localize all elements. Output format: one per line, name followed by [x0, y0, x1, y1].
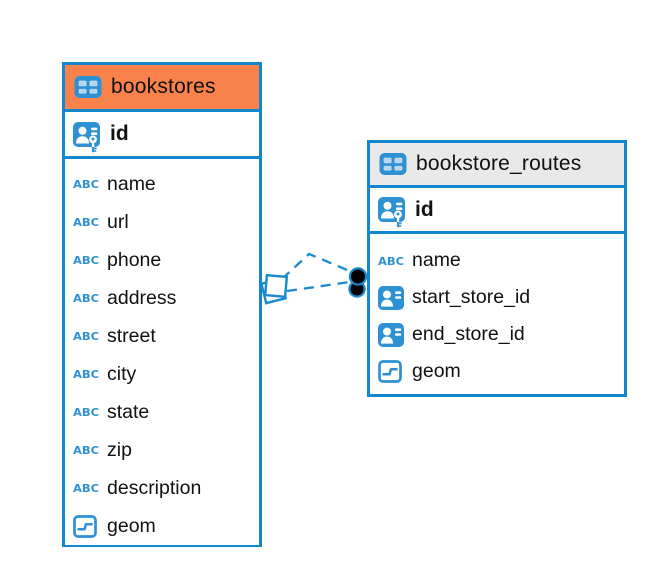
text-type-icon: ABC	[73, 367, 100, 381]
table-icon	[379, 152, 407, 176]
field-row-city[interactable]: ABC city	[65, 355, 259, 393]
text-type-icon: ABC	[73, 215, 100, 229]
field-label: name	[107, 172, 156, 195]
field-row-url[interactable]: ABC url	[65, 203, 259, 241]
pk-row[interactable]: id	[65, 112, 259, 159]
table-bookstores-header[interactable]: bookstores	[65, 65, 259, 112]
field-label: zip	[107, 438, 132, 461]
text-type-icon: ABC	[73, 329, 100, 343]
field-label: city	[107, 362, 137, 385]
field-row-geom[interactable]: geom	[370, 353, 624, 390]
text-type-icon: ABC	[73, 481, 100, 495]
field-list: ABC name start_store_id end_store_id ge	[370, 234, 624, 390]
table-bookstore-routes-header[interactable]: bookstore_routes	[370, 143, 624, 188]
field-row-name[interactable]: ABC name	[370, 242, 624, 279]
table-title: bookstore_routes	[416, 152, 582, 175]
field-row-address[interactable]: ABC address	[65, 279, 259, 317]
text-type-icon: ABC	[73, 253, 100, 267]
text-type-icon: ABC	[73, 291, 100, 305]
field-label: state	[107, 400, 150, 423]
field-label: end_store_id	[412, 323, 525, 345]
table-bookstores[interactable]: bookstores id ABC name ABC url ABC phone…	[62, 62, 262, 547]
field-row-name[interactable]: ABC name	[65, 165, 259, 203]
text-type-icon: ABC	[378, 253, 405, 268]
relationship-source-marker-back	[259, 277, 288, 305]
foreign-key-icon	[378, 285, 412, 310]
table-title: bookstores	[111, 75, 216, 98]
relationship-line-upper[interactable]	[281, 252, 353, 280]
field-row-zip[interactable]: ABC zip	[65, 431, 259, 469]
field-row-end-store-id[interactable]: end_store_id	[370, 316, 624, 353]
field-row-street[interactable]: ABC street	[65, 317, 259, 355]
field-label: geom	[107, 514, 156, 537]
field-label: geom	[412, 360, 461, 382]
primary-key-icon	[378, 197, 406, 228]
field-row-start-store-id[interactable]: start_store_id	[370, 279, 624, 316]
field-row-phone[interactable]: ABC phone	[65, 241, 259, 279]
relationship-endpoint-dot-lower	[348, 280, 366, 298]
field-label: street	[107, 324, 156, 347]
field-row-state[interactable]: ABC state	[65, 393, 259, 431]
relationship-endpoint-dot-upper	[348, 267, 368, 286]
pk-label: id	[415, 197, 434, 221]
text-type-icon: ABC	[73, 177, 100, 191]
geometry-type-icon	[73, 514, 107, 538]
primary-key-icon	[73, 121, 101, 152]
relationship-line-lower[interactable]	[286, 280, 351, 293]
table-bookstore-routes[interactable]: bookstore_routes id ABC name start_store…	[367, 140, 627, 397]
text-type-icon: ABC	[73, 405, 100, 419]
table-icon	[74, 75, 102, 99]
text-type-icon: ABC	[73, 443, 100, 457]
field-row-description[interactable]: ABC description	[65, 469, 259, 507]
field-label: description	[107, 476, 202, 499]
pk-label: id	[110, 122, 129, 145]
geometry-type-icon	[378, 360, 412, 383]
field-label: start_store_id	[412, 286, 531, 308]
field-label: url	[107, 210, 129, 233]
pk-row[interactable]: id	[370, 188, 624, 234]
field-label: phone	[107, 248, 162, 271]
relationship-source-marker-front	[263, 273, 289, 299]
field-row-geom[interactable]: geom	[65, 507, 259, 545]
field-label: name	[412, 249, 461, 271]
foreign-key-icon	[378, 322, 412, 347]
field-label: address	[107, 286, 177, 309]
field-list: ABC name ABC url ABC phone ABC address A…	[65, 159, 259, 545]
